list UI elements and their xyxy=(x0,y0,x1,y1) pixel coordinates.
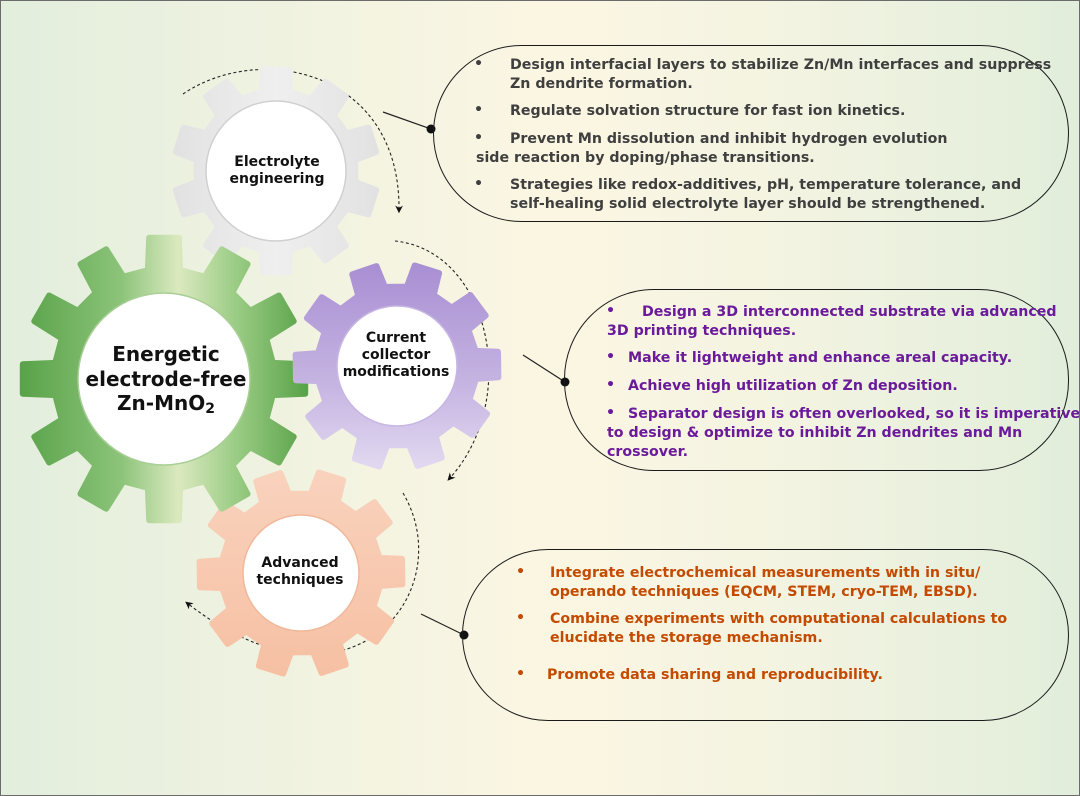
advanced-point-2-line1: Combine experiments with computational c… xyxy=(550,611,1008,627)
center-gear-label: Energetic electrode-free Zn-MnO2 xyxy=(61,342,271,418)
current-label-line3: modifications xyxy=(342,363,450,380)
electrolyte-label-line2: engineering xyxy=(229,170,325,187)
gear-hub xyxy=(242,514,360,632)
main-gear xyxy=(19,234,309,524)
current-collector-gear xyxy=(292,262,502,470)
advanced-gear-label: Advanced techniques xyxy=(220,555,380,589)
center-label-line2: electrode-free xyxy=(85,366,247,391)
center-label-line3: Zn-MnO2 xyxy=(61,391,271,418)
advanced-label-line2: techniques xyxy=(256,571,344,588)
bullet: • xyxy=(516,564,526,580)
bullet: • xyxy=(474,176,484,192)
gear-hub xyxy=(205,100,347,242)
center-label-line1: Energetic xyxy=(112,342,220,366)
current-point-3-line1: Achieve high utilization of Zn depositio… xyxy=(628,378,958,394)
advanced-point-3-line1: Promote data sharing and reproducibility… xyxy=(547,667,883,683)
current-label-line2: collector xyxy=(361,346,431,363)
bullet: • xyxy=(606,349,616,365)
center-label-subscript: 2 xyxy=(205,401,215,418)
electrolyte-point-3-line2: side reaction by doping/phase transition… xyxy=(476,150,815,166)
connector-current xyxy=(522,354,566,383)
electrolyte-point-4-line1: Strategies like redox-additives, pH, tem… xyxy=(510,177,1022,193)
advanced-point-1-line1: Integrate electrochemical measurements w… xyxy=(550,565,981,581)
electrolyte-point-4-line2: self-healing solid electrolyte layer sho… xyxy=(510,196,986,212)
advanced-label-line1: Advanced xyxy=(261,555,339,571)
connector-electrolyte xyxy=(382,111,432,130)
advanced-techniques-gear xyxy=(196,469,406,677)
electrolyte-gear xyxy=(172,66,380,276)
current-point-2-line1: Make it lightweight and enhance areal ca… xyxy=(628,350,1013,366)
current-collector-gear-label: Current collector modifications xyxy=(316,330,476,380)
current-point-1-line2: 3D printing techniques. xyxy=(607,323,797,339)
bullet: • xyxy=(606,303,616,319)
advanced-point-2-line2: elucidate the storage mechanism. xyxy=(550,630,823,646)
electrolyte-point-3-line1: Prevent Mn dissolution and inhibit hydro… xyxy=(510,131,948,147)
bullet: • xyxy=(474,102,484,118)
current-label-line1: Current xyxy=(365,330,427,346)
cycle-arrow-1 xyxy=(182,68,403,214)
advanced-techniques-panel: • Integrate electrochemical measurements… xyxy=(462,549,1069,721)
cycle-arrow-2 xyxy=(394,240,490,481)
bullet: • xyxy=(606,377,616,393)
electrolyte-point-1-line1: Design interfacial layers to stabilize Z… xyxy=(510,57,1052,73)
current-point-4-line3: crossover. xyxy=(607,444,689,460)
current-point-1-line1: Design a 3D interconnected substrate via… xyxy=(642,304,1057,320)
electrolyte-label-line1: Electrolyte xyxy=(234,154,320,170)
electrolyte-point-1-line2: Zn dendrite formation. xyxy=(510,76,693,92)
gear-hub xyxy=(336,305,458,427)
bullet: • xyxy=(606,405,616,421)
advanced-point-1-line2: operando techniques (EQCM, STEM, cryo-TE… xyxy=(550,584,978,600)
electrolyte-point-2-line1: Regulate solvation structure for fast io… xyxy=(510,103,906,119)
current-point-4-line2: to design & optimize to inhibit Zn dendr… xyxy=(607,425,1023,441)
bullet: • xyxy=(474,56,484,72)
center-label-formula: Zn-MnO xyxy=(117,391,206,416)
bullet: • xyxy=(516,610,526,626)
current-point-4-line1: Separator design is often overlooked, so… xyxy=(628,406,1080,422)
electrolyte-gear-label: Electrolyte engineering xyxy=(197,154,357,188)
bullet: • xyxy=(474,130,484,146)
current-collector-strategies-panel: • Design a 3D interconnected substrate v… xyxy=(564,289,1079,471)
bullet: • xyxy=(516,666,526,682)
connector-advanced xyxy=(420,613,465,636)
electrolyte-strategies-panel: • Design interfacial layers to stabilize… xyxy=(433,45,1069,222)
gear-hub xyxy=(77,292,251,466)
